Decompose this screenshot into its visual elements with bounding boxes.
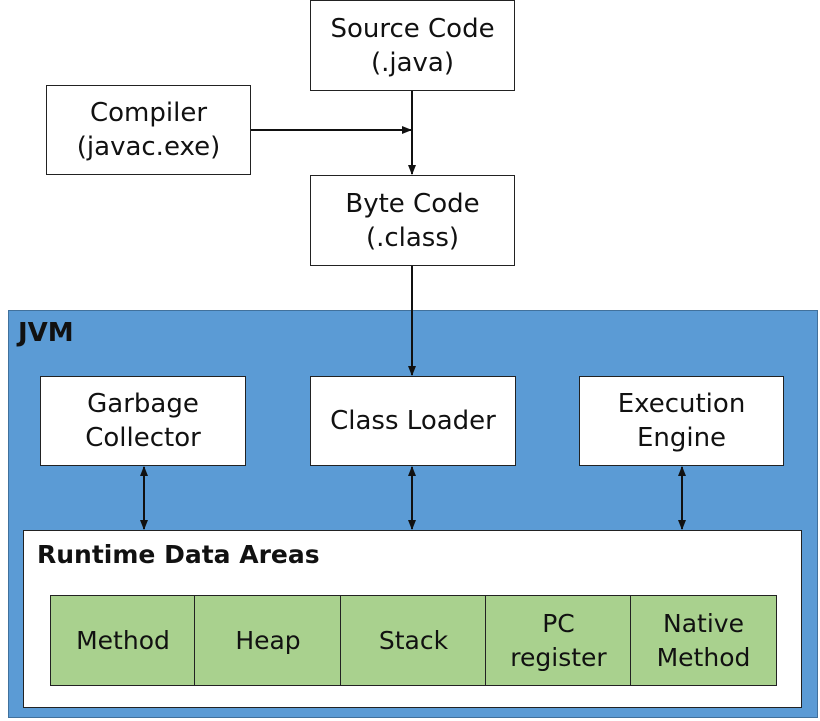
- jvm-label: JVM: [18, 318, 74, 348]
- pc-register-area: PC register: [485, 595, 632, 686]
- source-code-extension: (.java): [370, 47, 455, 78]
- garbage-collector-line1: Garbage: [87, 389, 199, 419]
- compiler-box: Compiler (javac.exe): [46, 85, 251, 175]
- garbage-collector-line2: Collector: [85, 423, 201, 453]
- runtime-data-areas-label: Runtime Data Areas: [37, 540, 320, 569]
- method-area: Method: [50, 595, 196, 686]
- garbage-collector-box: Garbage Collector: [40, 376, 246, 466]
- pc-register-line1: PC: [542, 608, 575, 638]
- stack-area-line1: Stack: [378, 625, 449, 655]
- source-code-title: Source Code: [330, 13, 495, 44]
- stack-area: Stack: [340, 595, 487, 686]
- native-method-line2: Method: [656, 642, 751, 672]
- execution-engine-line1: Execution: [617, 389, 746, 419]
- execution-engine-line2: Engine: [636, 423, 727, 453]
- compiler-executable: (javac.exe): [76, 132, 221, 162]
- byte-code-box: Byte Code (.class): [310, 175, 515, 266]
- heap-area: Heap: [194, 595, 342, 686]
- byte-code-extension: (.class): [365, 222, 460, 253]
- native-method-line1: Native: [663, 608, 744, 638]
- heap-area-line1: Heap: [235, 625, 301, 655]
- method-area-line1: Method: [76, 625, 170, 655]
- execution-engine-box: Execution Engine: [579, 376, 784, 466]
- source-code-box: Source Code (.java): [310, 0, 515, 91]
- pc-register-line2: register: [510, 642, 607, 672]
- compiler-title: Compiler: [89, 98, 208, 128]
- class-loader-box: Class Loader: [310, 376, 516, 466]
- class-loader-label: Class Loader: [330, 406, 496, 436]
- byte-code-title: Byte Code: [345, 188, 480, 219]
- native-method-area: Native Method: [630, 595, 777, 686]
